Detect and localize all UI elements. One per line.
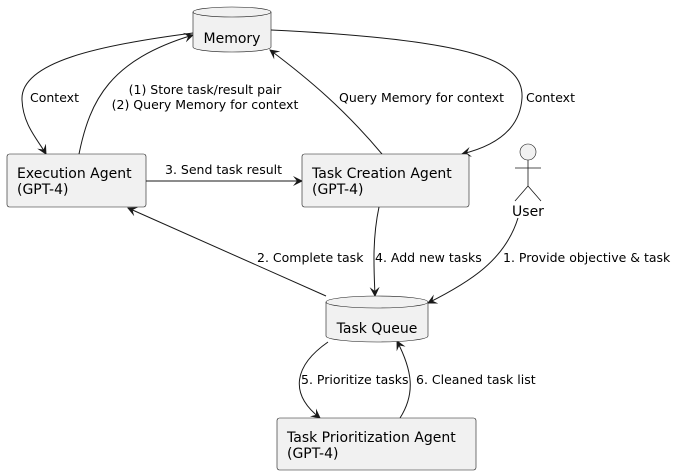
edge-label-context-left: Context (30, 90, 79, 105)
edge-creation-to-queue (369, 206, 380, 297)
user-label: User (512, 204, 544, 220)
edge-label-prioritize: 5. Prioritize tasks (301, 372, 409, 387)
edge-creation-to-memory (269, 49, 383, 155)
edge-user-to-queue (427, 217, 519, 304)
edge-label-query-memory: Query Memory for context (339, 90, 504, 105)
edge-memory-to-creation (270, 29, 523, 157)
memory-label: Memory (204, 31, 261, 47)
task-creation-agent-model: (GPT-4) (312, 182, 363, 198)
task-creation-agent-title: Task Creation Agent (311, 166, 452, 182)
edge-label-store-query-1: (1) Store task/result pair (129, 82, 283, 97)
edge-execution-to-memory (78, 32, 194, 155)
execution-agent-node: Execution Agent (GPT-4) (6, 153, 147, 208)
execution-agent-title: Execution Agent (17, 166, 132, 182)
task-prioritization-agent-title: Task Prioritization Agent (286, 430, 456, 446)
edge-label-send-result: 3. Send task result (165, 162, 282, 177)
edge-prioritization-to-queue (396, 340, 411, 419)
memory-database-node: Memory (192, 6, 272, 53)
edge-label-context-right: Context (526, 90, 575, 105)
edge-memory-to-execution (21, 32, 194, 155)
edge-queue-to-execution (127, 207, 327, 297)
task-prioritization-agent-model: (GPT-4) (287, 446, 338, 462)
edge-queue-to-prioritization (298, 341, 329, 419)
edge-label-store-query-2: (2) Query Memory for context (112, 97, 299, 112)
user-actor-node: User (512, 143, 544, 220)
edge-label-complete-task: 2. Complete task (257, 250, 364, 265)
edge-label-cleaned-list: 6. Cleaned task list (416, 372, 536, 387)
edge-label-provide-objective: 1. Provide objective & task (503, 250, 671, 265)
execution-agent-model: (GPT-4) (17, 182, 68, 198)
task-prioritization-agent-node: Task Prioritization Agent (GPT-4) (276, 417, 477, 471)
task-queue-label: Task Queue (336, 321, 418, 337)
task-queue-database-node: Task Queue (325, 295, 429, 343)
edge-label-add-tasks: 4. Add new tasks (375, 250, 482, 265)
task-creation-agent-node: Task Creation Agent (GPT-4) (301, 153, 470, 208)
